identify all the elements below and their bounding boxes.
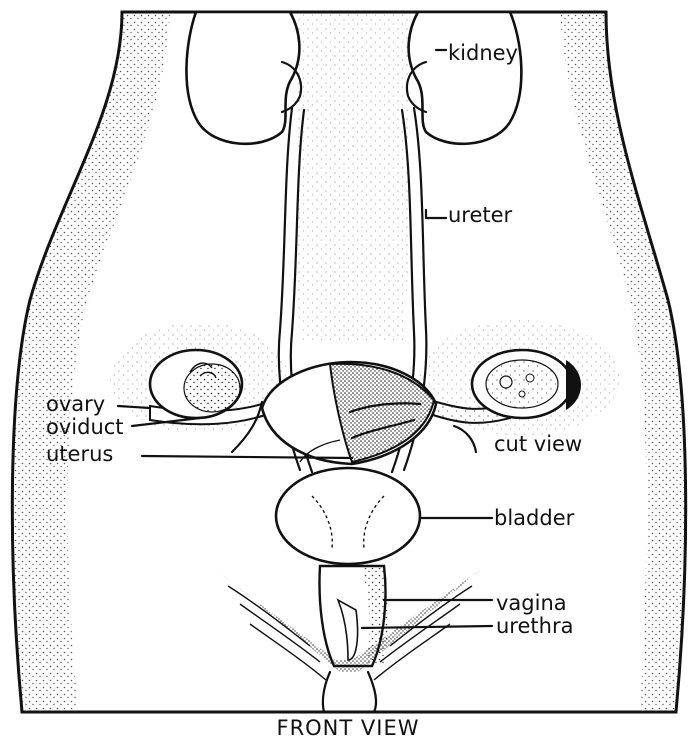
label-cut-view: cut view [494,432,582,456]
label-ureter: ureter [448,203,513,227]
label-urethra: urethra [496,614,573,638]
left-kidney [186,12,301,144]
label-uterus: uterus [46,442,113,466]
left-ovary [150,350,242,418]
label-kidney: kidney [448,41,518,65]
right-kidney [407,12,521,144]
figure-caption: FRONT VIEW [276,716,419,740]
spine-region [296,12,410,340]
label-ovary: ovary [46,392,105,416]
bladder [276,468,420,564]
label-vagina: vagina [496,591,567,615]
label-bladder: bladder [494,506,575,530]
label-oviduct: oviduct [46,415,124,439]
